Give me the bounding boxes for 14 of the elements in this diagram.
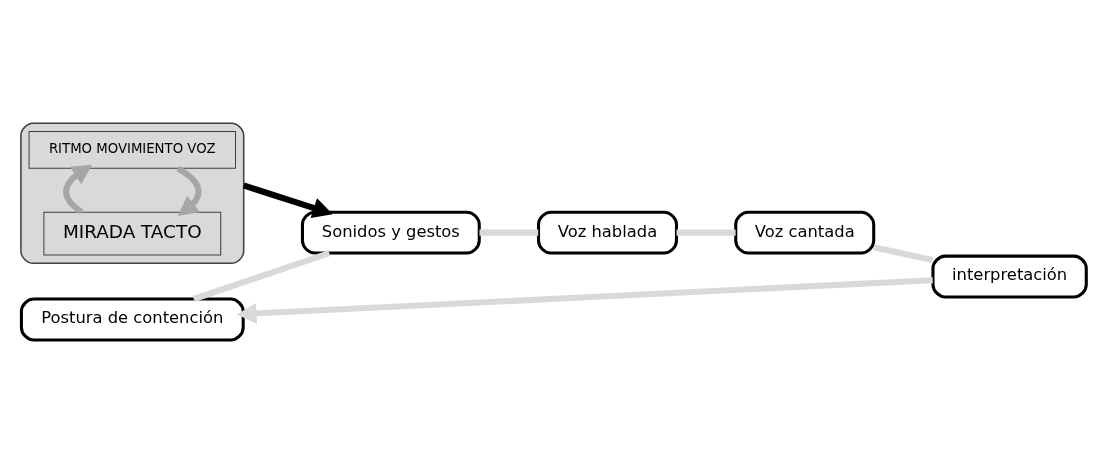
connector <box>479 229 539 236</box>
node-box: Sonidos y gestos <box>300 210 481 255</box>
node-box: MIRADA TACTO <box>43 211 222 256</box>
connector <box>676 229 736 236</box>
node-box: Postura de contención <box>19 297 245 341</box>
node-box: interpretación <box>931 254 1088 299</box>
connector <box>873 243 934 263</box>
node-box: RITMO MOVIMIENTO VOZ <box>28 130 236 169</box>
arrow <box>242 182 333 218</box>
node-box: Voz cantada <box>734 210 876 255</box>
cluster <box>20 122 245 264</box>
node-box: Voz hablada <box>536 210 678 255</box>
connector <box>192 249 331 302</box>
arrow <box>236 276 933 324</box>
